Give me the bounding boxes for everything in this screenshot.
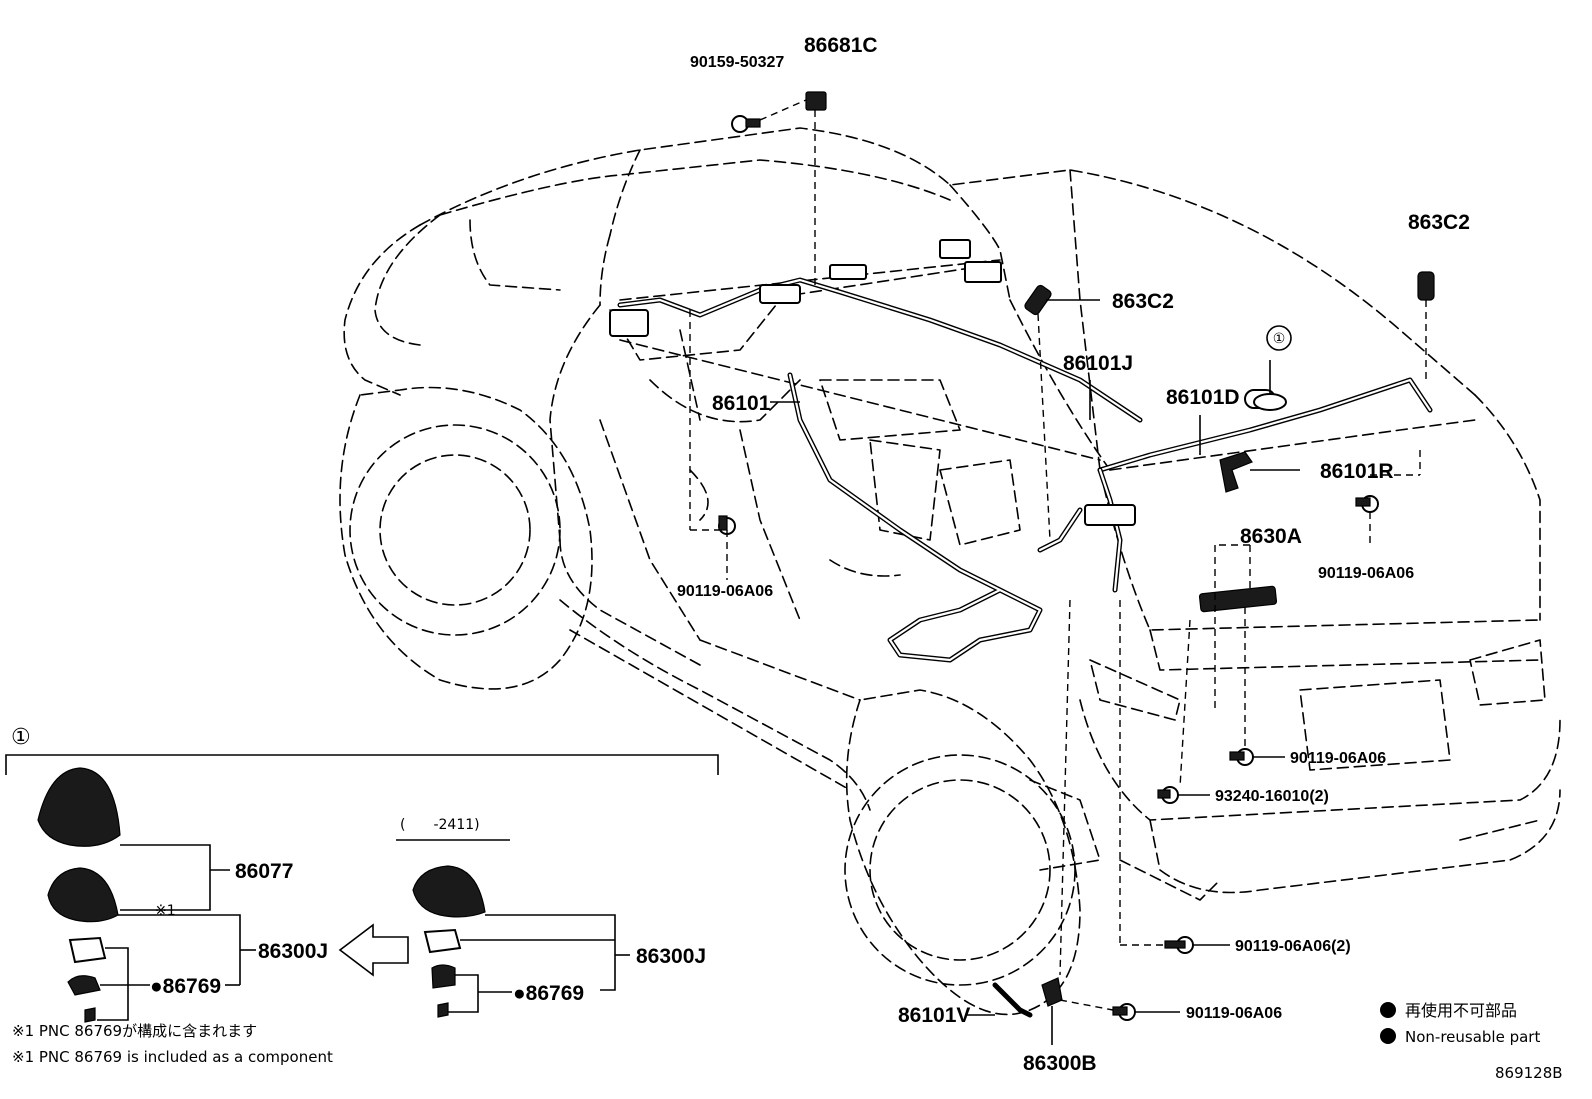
vehicle-outline xyxy=(339,127,1561,1016)
non-reusable-dot-icon-2 xyxy=(1380,1028,1396,1044)
bolt-90119-06A06-d xyxy=(1112,1003,1136,1021)
label-863C2-b: 863C2 xyxy=(1408,211,1470,234)
inset-label: ① xyxy=(11,725,31,750)
part-86300J-right-antenna xyxy=(412,865,486,918)
circle-ref-marker xyxy=(1266,325,1292,351)
label-93240-16010: 93240-16010(2) xyxy=(1215,788,1329,805)
label-86077: 86077 xyxy=(235,860,293,883)
label-86769-left: ●86769 xyxy=(150,975,221,998)
legend-jp: 再使用不可部品 xyxy=(1405,1001,1517,1020)
range-label: ( -2411) xyxy=(400,817,480,833)
label-86101: 86101 xyxy=(712,392,771,415)
inset-panel: ① 86077 ※1 86300J ●86769 ( -2411) 8 xyxy=(5,725,719,1023)
label-90119-06A06-c: 90119-06A06 xyxy=(1290,750,1386,767)
part-863C2-a xyxy=(1024,284,1052,316)
legend: 再使用不可部品 Non-reusable part xyxy=(1380,1001,1540,1046)
label-90119-06A06-a: 90119-06A06 xyxy=(677,583,773,600)
label-86681C: 86681C xyxy=(804,34,878,57)
circle-ref-text: ① xyxy=(1273,331,1286,347)
part-86101R xyxy=(1219,451,1253,493)
label-8630A: 8630A xyxy=(1240,525,1302,548)
leader-lines xyxy=(689,99,1427,1045)
bolt-90119-06A06-c xyxy=(1229,748,1254,766)
legend-en: Non-reusable part xyxy=(1405,1028,1540,1046)
screw-93240-16010 xyxy=(1157,786,1179,804)
callout-labels: 86681C 90159-50327 863C2 863C2 86101J 86… xyxy=(677,34,1470,1075)
label-86300B: 86300B xyxy=(1023,1052,1097,1075)
label-90119-06A06-d: 90119-06A06 xyxy=(1186,1005,1282,1022)
label-86101J: 86101J xyxy=(1063,352,1133,375)
arrow-icon xyxy=(338,923,409,977)
bolt-90119-06A06-2 xyxy=(1164,936,1194,954)
part-86681C xyxy=(805,91,827,111)
label-90119-06A06-b: 90119-06A06 xyxy=(1318,565,1414,582)
label-86101V: 86101V xyxy=(898,1004,970,1027)
part-86300J-left-antenna xyxy=(47,867,119,923)
part-86101V xyxy=(992,982,1033,1018)
part-863C2-b xyxy=(1417,271,1435,301)
non-reusable-dot-icon xyxy=(1380,1002,1396,1018)
diagram-id: 869128B xyxy=(1495,1064,1563,1082)
label-86101D: 86101D xyxy=(1166,386,1240,409)
label-86300J-left: 86300J xyxy=(258,940,328,963)
label-863C2-a: 863C2 xyxy=(1112,290,1174,313)
parts xyxy=(718,91,1435,1021)
footnote-jp: ※1 PNC 86769が構成に含まれます xyxy=(12,1022,257,1040)
part-8630A xyxy=(1198,585,1278,613)
bolt-90119-06A06-b xyxy=(1355,495,1379,513)
label-86300J-right: 86300J xyxy=(636,945,706,968)
note-mark: ※1 xyxy=(155,903,176,919)
label-90119-06A06-2: 90119-06A06(2) xyxy=(1235,938,1351,955)
part-86077 xyxy=(37,767,121,847)
footnote-en: ※1 PNC 86769 is included as a component xyxy=(12,1048,333,1066)
screw-90159-50327 xyxy=(731,115,761,133)
label-86769-right: ●86769 xyxy=(513,982,584,1005)
label-86101R: 86101R xyxy=(1320,460,1394,483)
label-90159-50327: 90159-50327 xyxy=(690,54,784,71)
